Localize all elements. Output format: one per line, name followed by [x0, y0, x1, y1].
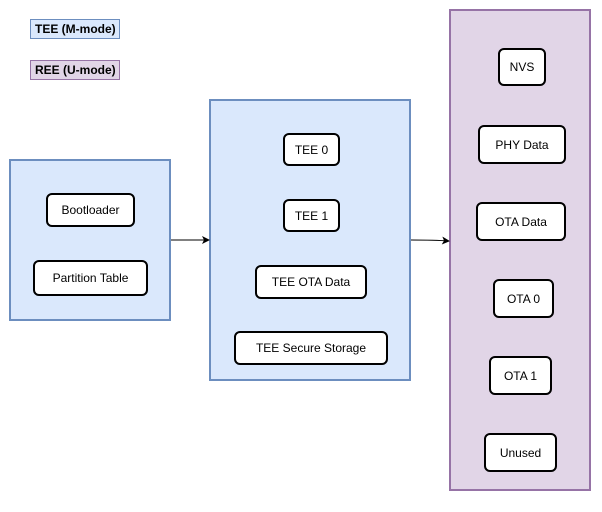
- unused-node[interactable]: Unused: [484, 433, 557, 472]
- tee1-label: TEE 1: [294, 208, 329, 223]
- tee-ota-data-label: TEE OTA Data: [271, 275, 351, 289]
- phy-data-label: PHY Data: [495, 137, 549, 152]
- ota-data-label: OTA Data: [495, 214, 547, 229]
- tee-ota-data-node[interactable]: TEE OTA Data: [255, 265, 367, 299]
- phy-data-node[interactable]: PHY Data: [478, 125, 566, 164]
- nvs-node[interactable]: NVS: [498, 48, 546, 86]
- ota1-label: OTA 1: [503, 368, 538, 383]
- ree-group[interactable]: NVS PHY Data OTA Data OTA 0 OTA 1 Unused: [449, 9, 591, 491]
- tee0-node[interactable]: TEE 0: [283, 133, 340, 166]
- tee1-node[interactable]: TEE 1: [283, 199, 340, 232]
- tee-group[interactable]: TEE 0 TEE 1 TEE OTA Data TEE Secure Stor…: [209, 99, 411, 381]
- legend-ree: REE (U-mode): [30, 60, 120, 80]
- partition-table-label: Partition Table: [52, 271, 129, 285]
- ota0-label: OTA 0: [506, 291, 541, 306]
- unused-label: Unused: [499, 445, 542, 460]
- partition-table-node[interactable]: Partition Table: [33, 260, 148, 296]
- tee-secure-storage-node[interactable]: TEE Secure Storage: [234, 331, 388, 365]
- ota1-node[interactable]: OTA 1: [489, 356, 552, 395]
- ota-data-node[interactable]: OTA Data: [476, 202, 566, 241]
- nvs-label: NVS: [509, 60, 535, 74]
- legend-tee-label: TEE (M-mode): [35, 22, 116, 36]
- legend-ree-label: REE (U-mode): [35, 63, 116, 77]
- ota0-node[interactable]: OTA 0: [493, 279, 554, 318]
- bootloader-label: Bootloader: [61, 203, 120, 217]
- boot-partition-group[interactable]: Bootloader Partition Table: [9, 159, 171, 321]
- bootloader-node[interactable]: Bootloader: [46, 193, 135, 227]
- tee-secure-storage-label: TEE Secure Storage: [255, 341, 367, 355]
- legend-tee: TEE (M-mode): [30, 19, 120, 39]
- tee0-label: TEE 0: [294, 142, 329, 157]
- arrow-tee-to-ree: [410, 236, 450, 245]
